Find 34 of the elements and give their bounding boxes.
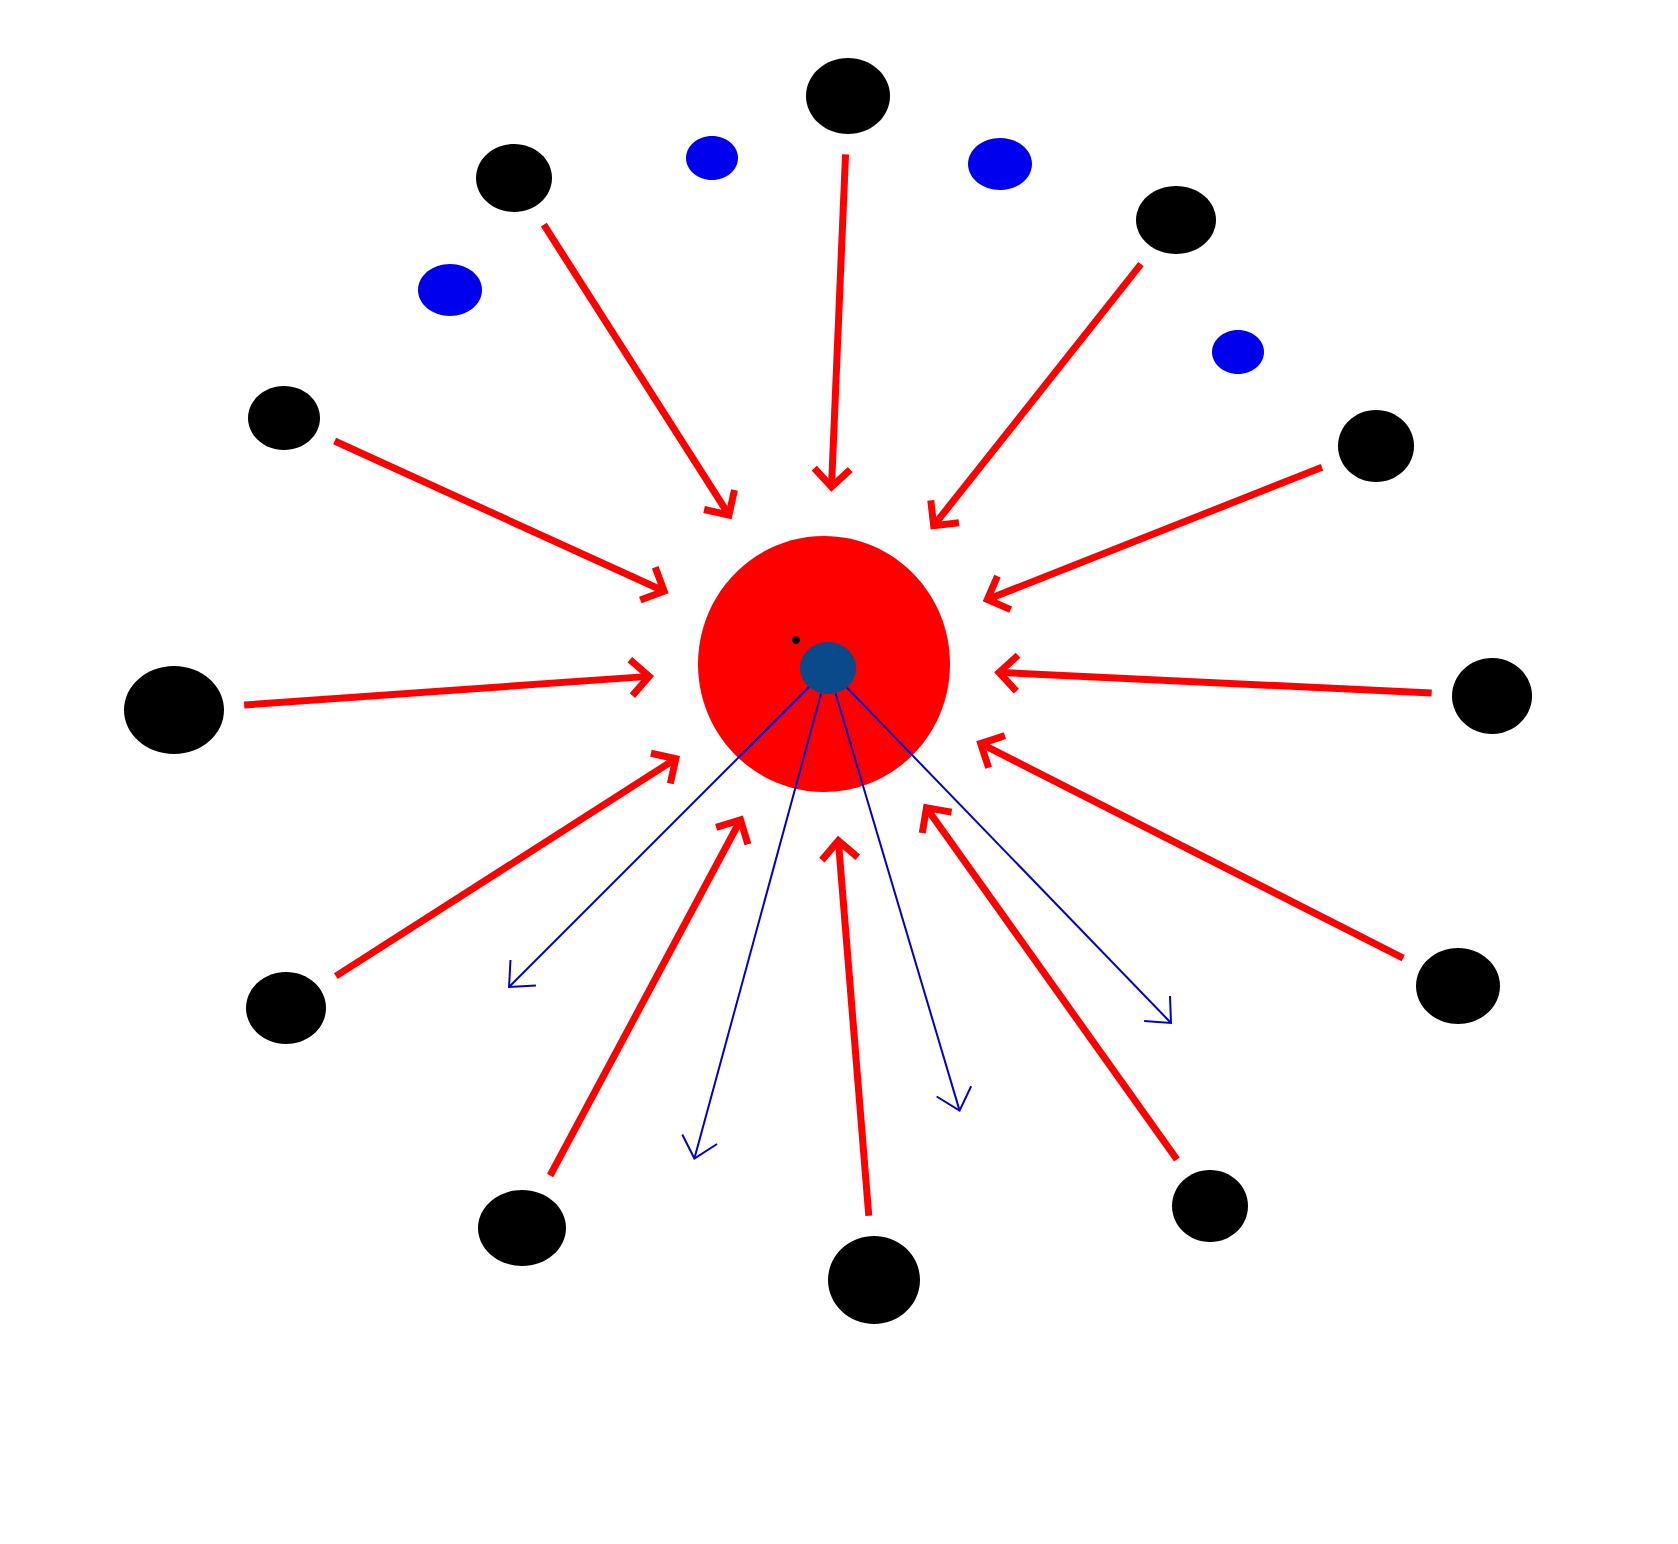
dot	[828, 1236, 920, 1324]
arrow	[811, 154, 853, 492]
dot	[124, 666, 224, 754]
dot	[1416, 948, 1500, 1024]
small-dot	[418, 264, 482, 316]
small-dot	[968, 138, 1032, 190]
arrow	[333, 437, 669, 604]
arrow	[819, 835, 873, 1217]
arrow	[540, 222, 738, 520]
dot	[806, 58, 890, 134]
arrow	[508, 686, 810, 988]
small-dot	[686, 136, 738, 180]
dot	[246, 972, 326, 1044]
dot	[248, 386, 320, 450]
arrow	[918, 803, 1180, 1162]
arrow	[547, 815, 752, 1178]
arrow	[846, 686, 1172, 1024]
arrow	[976, 732, 1405, 962]
arrow	[927, 262, 1144, 530]
dot	[1136, 186, 1216, 254]
dot	[1452, 658, 1532, 734]
dot	[478, 1190, 566, 1266]
arrow	[681, 692, 823, 1160]
arrow	[994, 652, 1432, 697]
arrow	[333, 749, 680, 980]
small-dot	[1212, 330, 1264, 374]
arrow	[834, 692, 973, 1112]
core-circle	[698, 536, 950, 792]
nucleus-dot	[800, 642, 856, 694]
dot	[476, 144, 552, 212]
arrow	[982, 464, 1324, 613]
dot	[1338, 410, 1414, 482]
arrow	[243, 657, 655, 709]
dot	[1172, 1170, 1248, 1242]
